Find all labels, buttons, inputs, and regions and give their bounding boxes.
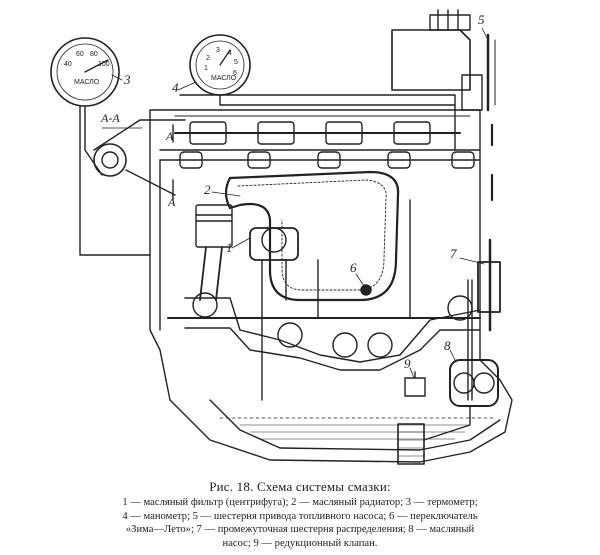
figure-legend: 1 — масляный фильтр (центрифуга); 2 — ма… <box>6 496 594 550</box>
thermometer-gauge <box>50 37 151 256</box>
callout-8: 8 <box>444 338 451 353</box>
reduction-valve <box>404 371 426 397</box>
mano-sub: МАСЛО <box>211 75 237 82</box>
leader-4 <box>177 81 197 91</box>
mano-tick-5: 5 <box>234 59 238 66</box>
manometer-gauge <box>189 34 456 106</box>
riser-center <box>317 199 411 319</box>
crankshaft <box>167 292 481 371</box>
figure-caption: Рис. 18. Схема системы смазки: <box>209 479 391 494</box>
oil-radiator-inner <box>237 179 387 291</box>
callout-3: 3 <box>123 72 131 87</box>
thermometer-scale: 40 60 80 100 МАСЛО <box>64 51 110 86</box>
oil-intake <box>397 405 471 465</box>
manometer-scale: 2 3 4 5 1 6 МАСЛО <box>204 47 238 82</box>
main-oil-gallery <box>159 149 481 161</box>
lubrication-system-diagram: 40 60 80 100 МАСЛО 2 3 4 5 1 6 МАСЛО А-А… <box>50 9 513 465</box>
oil-sump <box>209 399 501 451</box>
section-aa-detail <box>93 119 186 196</box>
mano-tick-6: 6 <box>233 70 237 77</box>
callout-1: 1 <box>226 240 233 255</box>
mano-tick-4: 4 <box>228 50 232 57</box>
leader-2 <box>211 191 241 197</box>
thermo-tick-100: 100 <box>98 61 110 68</box>
mano-tick-1: 1 <box>204 65 208 72</box>
camshaft-journals <box>179 151 475 169</box>
callout-5: 5 <box>478 12 485 27</box>
oil-filter-centrifuge <box>249 227 299 401</box>
section-mark-bottom: А <box>167 195 176 209</box>
oil-radiator <box>224 170 400 302</box>
mano-tick-2: 2 <box>206 55 210 62</box>
thermo-tick-60: 60 <box>76 51 84 58</box>
thermo-tick-40: 40 <box>64 61 72 68</box>
leader-1 <box>231 237 251 249</box>
callout-7: 7 <box>450 246 457 261</box>
leader-5 <box>481 27 489 41</box>
leader-7 <box>459 257 485 265</box>
winter-summer-switch <box>360 284 372 296</box>
engine-block-outline <box>149 109 513 463</box>
section-label-aa: А-А <box>100 111 120 125</box>
gear-5 <box>486 33 496 112</box>
riser-pump <box>467 279 473 401</box>
leader-9 <box>409 367 415 379</box>
thermo-sub: МАСЛО <box>74 79 100 86</box>
callout-4: 4 <box>172 80 179 95</box>
legend-line-1: 1 — масляный фильтр (центрифуга); 2 — ма… <box>122 497 478 508</box>
leader-6 <box>355 273 365 287</box>
top-oil-line <box>179 94 456 151</box>
mano-tick-3: 3 <box>216 47 220 54</box>
callout-2: 2 <box>204 182 211 197</box>
camshaft <box>174 115 471 145</box>
sump-hatching <box>239 424 471 440</box>
callout-6: 6 <box>350 260 357 275</box>
oil-pump <box>449 359 499 407</box>
callout-9: 9 <box>404 356 411 371</box>
timing-gear-7 <box>477 238 501 332</box>
thermo-tick-80: 80 <box>90 51 98 58</box>
legend-line-4: насос; 9 — редукционный клапан. <box>222 537 378 549</box>
leader-3 <box>111 74 123 81</box>
legend-line-3: «Зима—Лето»; 7 — промежуточная шестерня … <box>125 524 475 535</box>
piston-assembly <box>195 204 233 301</box>
legend-line-2: 4 — манометр; 5 — шестерня привода топли… <box>122 510 478 522</box>
leader-8 <box>449 349 457 363</box>
fuel-pump-drive <box>391 9 483 111</box>
section-mark-top: А <box>165 129 174 143</box>
